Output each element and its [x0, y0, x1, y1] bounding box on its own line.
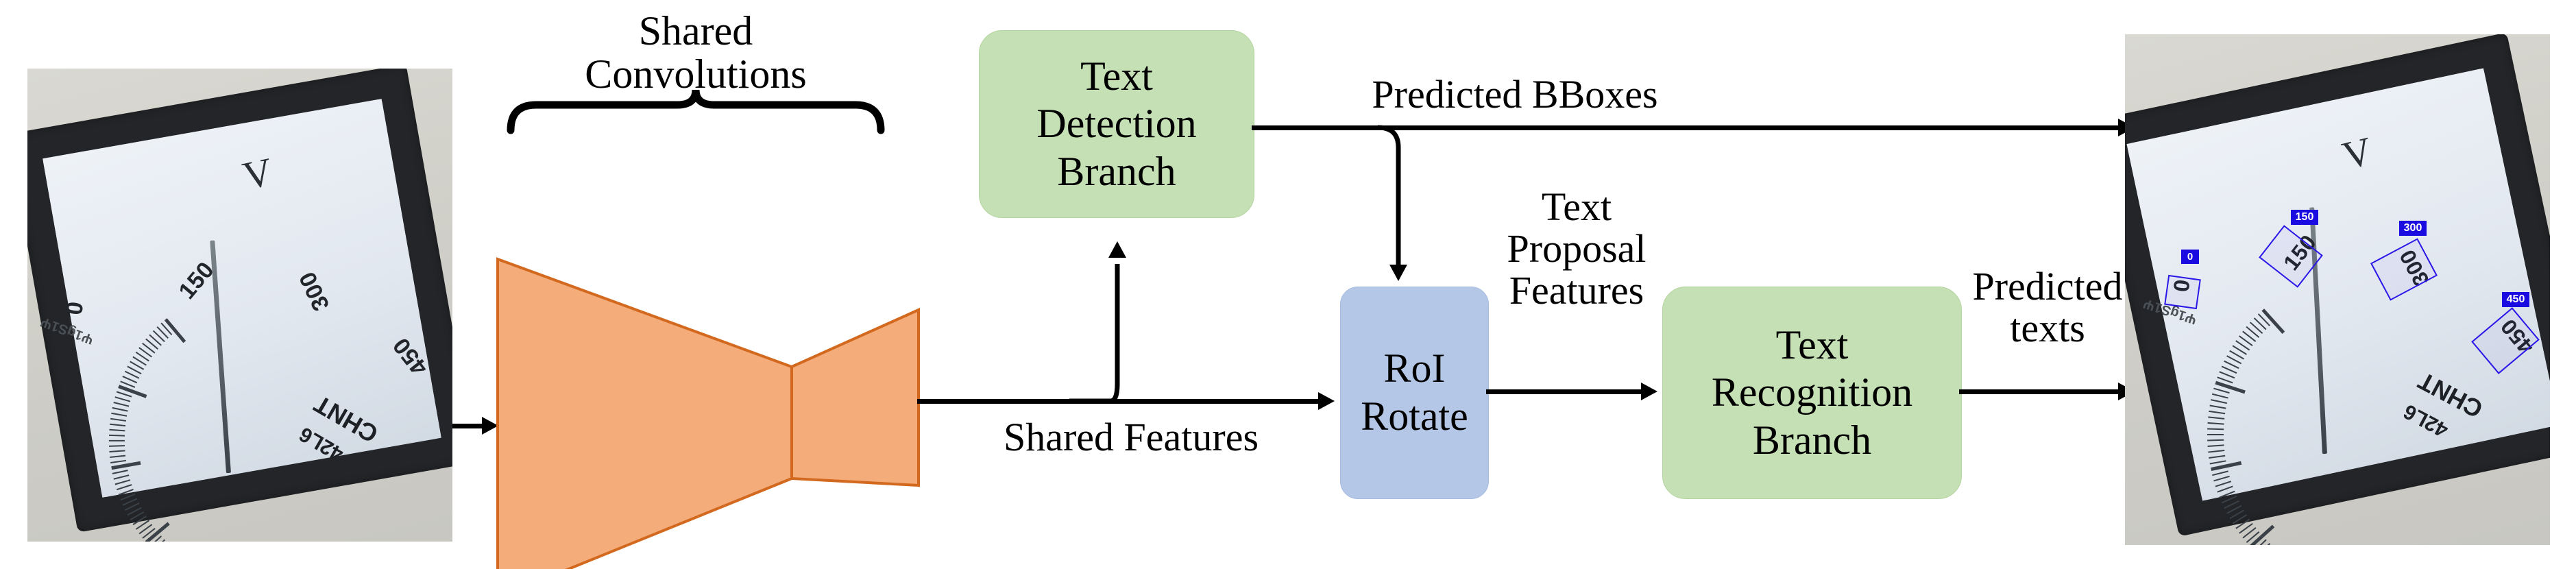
detection-tag-300: 300: [2399, 221, 2427, 236]
backbone-encoder-polygon: [496, 257, 793, 569]
input-image: V 0 150 300 450 CHNT 42L6 Ψ1gS1Ψ: [27, 69, 452, 542]
text-proposal-features-line: [1486, 389, 1644, 394]
text-proposal-features-label: Text Proposal Features: [1507, 184, 1647, 313]
predicted-texts-label: Predicted texts: [1972, 264, 2123, 350]
roi-rotate-label: RoI Rotate: [1361, 346, 1468, 439]
text-detection-branch-node[interactable]: Text Detection Branch: [979, 30, 1254, 218]
shared-features-to-detection-arrow-head: [1108, 241, 1126, 258]
shared-convolutions-label: Shared Convolutions: [585, 8, 807, 97]
output-image: V 0 150 300 450 CHNT 42L6 Ψ1gS1Ψ 0 150 3…: [2125, 34, 2550, 545]
arrow-input-to-backbone-line: [452, 424, 485, 428]
predicted-bboxes-label: Predicted BBoxes: [1372, 72, 1658, 117]
text-recognition-branch-label: Text Recognition Branch: [1711, 322, 1913, 463]
roi-rotate-node[interactable]: RoI Rotate: [1340, 287, 1489, 499]
text-recognition-branch-node[interactable]: Text Recognition Branch: [1662, 287, 1962, 499]
shared-features-to-roi-arrow-head: [1318, 392, 1335, 410]
text-detection-branch-label: Text Detection Branch: [1036, 53, 1197, 194]
shared-features-trunk-line: [917, 399, 1322, 404]
predicted-bboxes-line: [1252, 125, 2136, 130]
detection-tag-150: 150: [2291, 210, 2318, 225]
shared-features-up-branch: [1069, 264, 1120, 404]
bboxes-to-roi-arrow-head: [1389, 265, 1407, 281]
backbone-decoder-polygon: [790, 307, 920, 487]
detection-box-0: [2164, 274, 2201, 310]
predicted-texts-line: [1959, 389, 2136, 394]
text-proposal-features-arrow-head: [1641, 383, 1657, 400]
detection-tag-0: 0: [2181, 250, 2199, 264]
arrow-input-to-backbone-head: [482, 417, 498, 435]
detection-tag-450: 450: [2502, 292, 2529, 307]
shared-features-label: Shared Features: [1003, 415, 1259, 459]
bboxes-down-branch: [1377, 125, 1401, 269]
